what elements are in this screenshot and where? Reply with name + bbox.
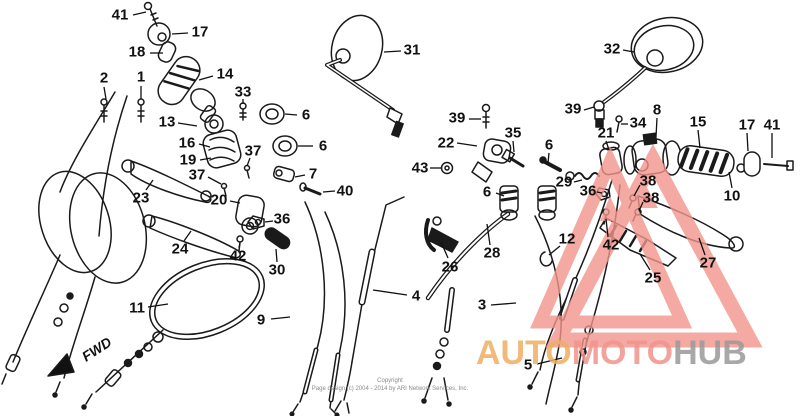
part-number-callout[interactable]: 30: [268, 261, 286, 279]
left-mirror-drawing: [325, 14, 404, 138]
part-number-callout[interactable]: 37: [188, 166, 206, 184]
part-number-callout[interactable]: 6: [318, 137, 328, 155]
part-number-callout[interactable]: 10: [723, 187, 741, 205]
right-bottom-cables-drawing: [421, 179, 621, 413]
left-grip-stack-drawing: [143, 1, 224, 134]
part-number-callout[interactable]: 23: [132, 189, 150, 207]
part-number-callout[interactable]: 25: [644, 269, 662, 287]
part-number-callout[interactable]: 20: [210, 191, 228, 209]
part-number-callout[interactable]: 21: [597, 124, 615, 142]
part-number-callout[interactable]: 28: [483, 244, 501, 262]
part-number-callout[interactable]: 32: [603, 40, 621, 58]
part-number-callout[interactable]: 39: [564, 100, 582, 118]
part-number-callout[interactable]: 36: [273, 210, 291, 228]
left-switch-housing-drawing: [202, 102, 298, 197]
part-number-callout[interactable]: 31: [403, 41, 421, 59]
part-number-callout[interactable]: 6: [544, 136, 554, 154]
part-number-callout[interactable]: 36: [579, 182, 597, 200]
part-number-callout[interactable]: 1: [136, 68, 146, 86]
part-number-callout[interactable]: 12: [558, 230, 576, 248]
part-number-callout[interactable]: 41: [111, 6, 129, 24]
part-number-callout[interactable]: 4: [411, 287, 421, 305]
center-rod-and-cable-drawing: [334, 196, 511, 414]
part-number-callout[interactable]: 2: [99, 69, 109, 87]
part-number-callout[interactable]: 43: [411, 159, 429, 177]
left-levers-drawing: [121, 159, 322, 259]
part-number-callout[interactable]: 42: [229, 247, 247, 265]
part-number-callout[interactable]: 27: [699, 254, 717, 272]
part-number-callout[interactable]: 6: [482, 183, 492, 201]
part-number-callout[interactable]: 17: [738, 116, 756, 134]
part-number-callout[interactable]: 11: [129, 299, 145, 317]
part-number-callout[interactable]: 16: [178, 134, 196, 152]
part-number-callout[interactable]: 38: [642, 189, 660, 207]
part-number-callout[interactable]: 39: [448, 109, 466, 127]
fwd-label: FWD: [79, 334, 114, 365]
part-number-callout[interactable]: 38: [639, 172, 657, 190]
part-number-callout[interactable]: 26: [441, 258, 459, 276]
part-number-callout[interactable]: 22: [437, 134, 455, 152]
part-number-callout[interactable]: 19: [179, 151, 197, 169]
part-number-callout[interactable]: 7: [308, 165, 318, 183]
right-grip-drawing: [662, 140, 794, 177]
left-bottom-cables-drawing: [81, 201, 346, 416]
part-number-callout[interactable]: 41: [763, 116, 781, 134]
part-number-callout[interactable]: 18: [128, 43, 146, 61]
part-number-callout[interactable]: 40: [336, 182, 354, 200]
part-number-callout[interactable]: 34: [629, 114, 647, 132]
part-number-callout[interactable]: 5: [523, 356, 533, 374]
part-number-callout[interactable]: 29: [555, 173, 573, 191]
part-number-callout[interactable]: 33: [234, 83, 252, 101]
part-number-callout[interactable]: 14: [216, 65, 234, 83]
part-number-callout[interactable]: 35: [504, 124, 522, 142]
fwd-arrow-icon: FWD: [47, 334, 114, 377]
part-number-callout[interactable]: 42: [602, 236, 620, 254]
part-number-callout[interactable]: 17: [191, 23, 209, 41]
part-number-callout[interactable]: 37: [244, 142, 262, 160]
part-number-callout[interactable]: 8: [652, 101, 662, 119]
right-mirror-drawing: [593, 16, 704, 128]
part-number-callout[interactable]: 9: [256, 311, 266, 329]
part-number-callout[interactable]: 15: [689, 113, 707, 131]
part-number-callout[interactable]: 3: [477, 296, 487, 314]
part-number-callout[interactable]: 24: [171, 240, 189, 258]
center-bracket-hardware-drawing: [440, 103, 557, 221]
part-number-callout[interactable]: 13: [158, 113, 176, 131]
part-number-callout[interactable]: 6: [301, 106, 311, 124]
